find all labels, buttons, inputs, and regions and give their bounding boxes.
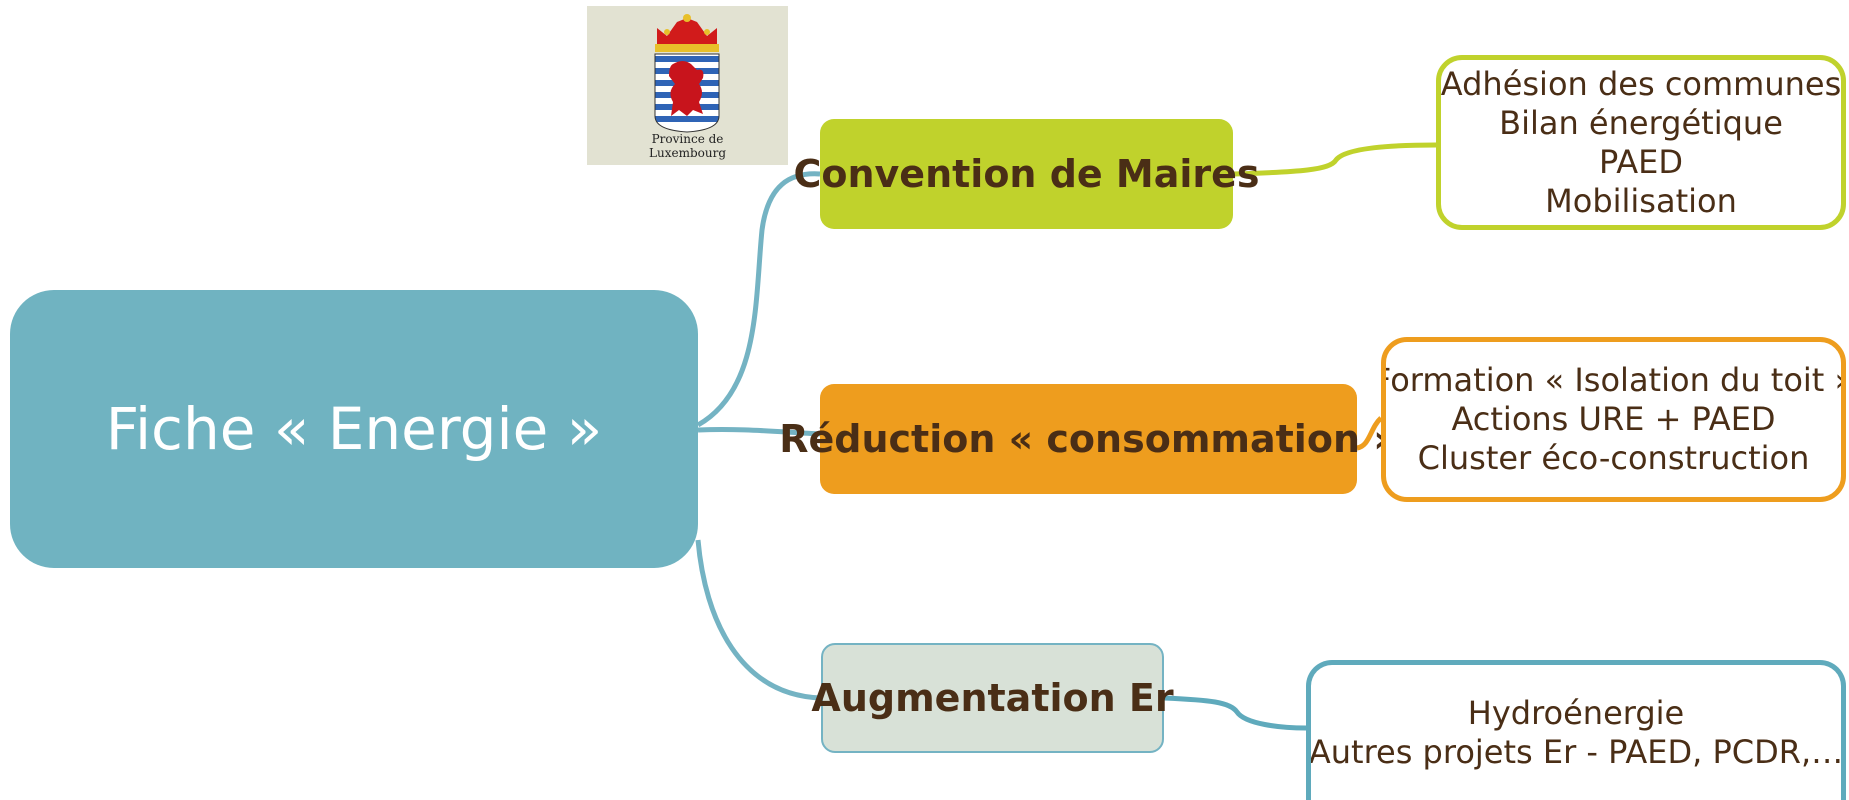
- leaf-augmentation-node[interactable]: Hydroénergie Autres projets Er - PAED, P…: [1306, 660, 1846, 800]
- logo-text-line1: Province de: [651, 132, 724, 146]
- logo-text-line2: Luxembourg: [649, 146, 726, 160]
- connector-central-reduction: [697, 426, 821, 437]
- branch-convention-label: Convention de Maires: [793, 152, 1260, 196]
- connector-central-augmentation: [695, 539, 822, 701]
- branch-convention-node[interactable]: Convention de Maires: [793, 119, 1260, 229]
- leaf-reduction-item: Formation « Isolation du toit »: [1381, 361, 1846, 399]
- branch-reduction-label: Réduction « consommation »: [779, 417, 1398, 461]
- leaf-convention-item: Bilan énergétique: [1499, 103, 1783, 142]
- central-topic-node[interactable]: Fiche « Energie »: [10, 290, 698, 568]
- leaf-augmentation-item: Hydroénergie: [1467, 693, 1685, 732]
- connector-augmentation-leaf: [1163, 695, 1307, 731]
- connector-convention-leaf: [1232, 142, 1437, 177]
- leaf-reduction-item: Actions URE + PAED: [1451, 400, 1776, 438]
- branch-augmentation-label: Augmentation Er: [811, 676, 1174, 720]
- leaf-augmentation-item: Autres projets Er - PAED, PCDR,…: [1308, 732, 1844, 771]
- leaf-reduction-item: Cluster éco-construction: [1417, 439, 1810, 477]
- coat-of-arms-icon: [654, 14, 720, 133]
- leaf-convention-item: Adhésion des communes: [1440, 64, 1842, 103]
- leaf-reduction-node[interactable]: Formation « Isolation du toit » Actions …: [1381, 337, 1846, 502]
- province-luxembourg-logo: Province de Luxembourg: [587, 6, 788, 165]
- branch-reduction-node[interactable]: Réduction « consommation »: [779, 384, 1398, 494]
- central-topic-label: Fiche « Energie »: [105, 395, 603, 463]
- leaf-convention-node[interactable]: Adhésion des communes Bilan énergétique …: [1436, 55, 1846, 230]
- connector-reduction-leaf: [1356, 416, 1383, 451]
- branch-augmentation-node[interactable]: Augmentation Er: [811, 643, 1174, 753]
- connector-central-convention: [696, 171, 821, 428]
- leaf-convention-item: Mobilisation: [1545, 181, 1737, 220]
- leaf-convention-item: PAED: [1599, 142, 1683, 181]
